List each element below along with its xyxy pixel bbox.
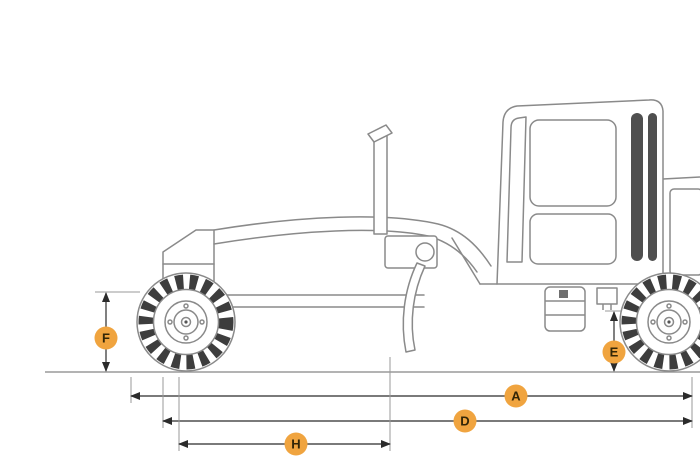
dimension-h-label: H <box>291 437 300 452</box>
hub-bolt <box>183 335 189 341</box>
dimension-d: D <box>162 377 693 433</box>
blade-lift-joint <box>415 242 435 262</box>
dimension-f: F <box>94 291 140 372</box>
door-frame-bar <box>648 113 657 261</box>
dimension-f-badge <box>94 326 118 350</box>
main-beam-bottom <box>213 229 478 273</box>
hub-center-dot <box>184 320 188 324</box>
mast-cap <box>367 124 393 143</box>
main-beam-top <box>213 216 492 267</box>
dimension-d-label: D <box>460 414 469 429</box>
hood-panel <box>669 188 700 276</box>
hood-top-line <box>662 176 700 180</box>
hub-bolt <box>666 303 672 309</box>
dimension-e-label: E <box>610 345 619 360</box>
dimension-d-badge <box>453 409 477 433</box>
dimension-h: H <box>178 357 391 456</box>
dimension-e: E <box>602 310 626 372</box>
dimension-a-label: A <box>511 389 521 404</box>
dimension-e-badge <box>602 340 626 364</box>
blade-assembly <box>384 235 438 353</box>
dimensions: F E A D H <box>94 291 693 456</box>
tire-tread <box>138 274 234 370</box>
dimension-f-label: F <box>102 331 110 346</box>
step-tank <box>544 286 586 332</box>
front-wheel <box>136 272 236 372</box>
hub-bolt <box>167 319 173 325</box>
hub-bolt <box>199 319 205 325</box>
moldboard-blade <box>402 262 426 353</box>
lift-mast <box>367 124 393 235</box>
rear-wheel <box>619 272 700 372</box>
engine-compartment <box>662 176 700 285</box>
hub-bolt <box>650 319 656 325</box>
windshield <box>506 116 527 263</box>
undercarriage-details <box>544 286 618 332</box>
cab-outline <box>496 99 664 285</box>
mast-cylinder <box>373 131 388 235</box>
cab-window-lower <box>529 213 617 265</box>
dimension-a-badge <box>504 384 528 408</box>
clearance-bracket <box>596 287 618 305</box>
cab-window-upper <box>529 119 617 207</box>
hub-bolt <box>183 303 189 309</box>
rear-linkage <box>451 237 481 285</box>
hub-center-dot <box>667 320 671 324</box>
dimension-h-badge <box>284 432 308 456</box>
door-frame-bar <box>631 113 643 261</box>
dimension-a: A <box>130 377 693 428</box>
tank-detail <box>559 290 568 298</box>
hub-bolt <box>666 335 672 341</box>
cab <box>496 99 664 285</box>
hub-bolt <box>682 319 688 325</box>
tire-tread <box>621 274 700 370</box>
